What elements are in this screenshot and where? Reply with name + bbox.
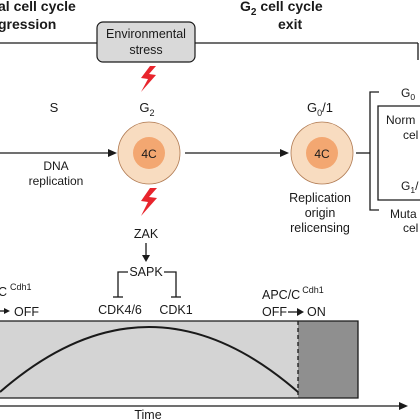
phase-s-label: S	[50, 100, 59, 115]
sapk-cdk1-inhibit-line	[164, 271, 177, 297]
right-off-label: OFF	[262, 305, 287, 319]
stress-box	[96, 21, 196, 63]
g0-cell-label: 4C	[314, 147, 330, 161]
g2-cell-nucleus	[133, 137, 165, 169]
timeline-plot-area	[0, 321, 298, 398]
stress-label-line2: stress	[129, 43, 162, 57]
g2-cell-label: 4C	[141, 147, 157, 161]
phase-g0-label: G0/1	[307, 100, 333, 118]
outcome-g1-label: G1/	[401, 179, 419, 195]
time-axis-label: Time	[134, 408, 161, 420]
zak-label: ZAK	[134, 227, 159, 241]
lightning-bottom-icon	[141, 188, 157, 216]
outcome-g0-label: G0	[401, 86, 415, 102]
time-axis-arrowhead-icon	[399, 402, 408, 410]
sapk-cdk46-inhibit-line	[117, 271, 128, 297]
cdk1-label: CDK1	[159, 303, 192, 317]
phase-g2-label: G2	[139, 100, 154, 118]
left-off-label: OFF	[14, 305, 39, 319]
relicensing-line3: relicensing	[290, 221, 350, 235]
g2-to-g0-arrowhead-icon	[280, 149, 289, 157]
outcome-mutant-line1: Muta	[390, 207, 417, 221]
cdk46-label: CDK4/6	[98, 303, 142, 317]
cdk-activity-curve	[0, 326, 299, 393]
right-on-label: ON	[307, 305, 326, 319]
dna-label-line2: replication	[29, 174, 84, 188]
header-right-title-line2: exit	[278, 16, 302, 32]
header-right-title-line1: G2 cell cycle	[240, 0, 323, 18]
outcome-normal-line2: cel	[403, 128, 418, 142]
outcome-mutant-line2: cel	[403, 221, 418, 235]
relicensing-line2: origin	[305, 206, 336, 220]
header-left-title-line2: gression	[0, 16, 56, 32]
relicensing-line1: Replication	[289, 191, 351, 205]
outcome-box	[377, 105, 420, 201]
g0-cell-nucleus	[306, 137, 338, 169]
timeline-shaded-region	[298, 321, 358, 398]
header-bracket-line	[0, 42, 419, 60]
header-left-title-line1: al cell cycle	[0, 0, 76, 14]
outcome-normal-line1: Norm	[386, 113, 415, 127]
lightning-top-icon	[141, 66, 156, 92]
zak-to-sapk-arrowhead-icon	[142, 255, 150, 262]
sapk-label: SAPK	[129, 265, 163, 279]
left-off-arrowhead-icon	[4, 308, 10, 314]
timeline-frame	[0, 320, 359, 399]
dna-label-line1: DNA	[43, 159, 68, 173]
dna-replication-arrowhead-icon	[108, 149, 117, 157]
outcome-bracket	[369, 91, 379, 211]
off-to-on-arrowhead-icon	[297, 308, 304, 316]
stress-label-line1: Environmental	[106, 27, 186, 41]
